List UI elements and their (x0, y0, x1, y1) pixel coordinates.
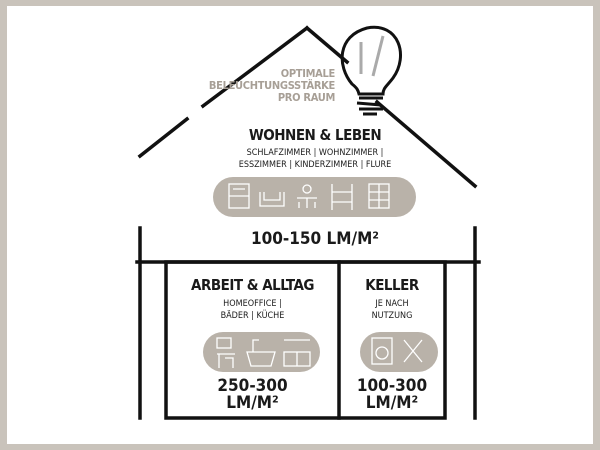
room-sub-2: ESSZIMMER | KINDERZIMMER | FLURE (238, 160, 392, 170)
bathtub-icon (246, 339, 276, 367)
infographic: OPTIMALE BELEUCHTUNGSSTÄRKE PRO RAUM WOH… (7, 6, 593, 444)
value-line-2: LM/M² (365, 393, 419, 413)
title-line-3: PRO RAUM (277, 91, 335, 104)
title-line-2: BELEUCHTUNGSSTÄRKE (208, 79, 335, 92)
kitchen-icon (283, 339, 311, 367)
room-sub-1: SCHLAFZIMMER | WOHNZIMMER | (246, 148, 384, 158)
room-value: 100-150 LM/M² (251, 229, 379, 249)
desk-icon (216, 337, 235, 368)
roof-top (304, 25, 350, 65)
value-line-2: LM/M² (226, 393, 279, 413)
room-keller: KELLER JE NACH NUTZUNG (339, 276, 445, 322)
lightbulb-icon (340, 25, 402, 116)
dining-table-icon (297, 184, 317, 208)
room-arbeit: ARBEIT & ALLTAG HOMEOFFICE | BÄDER | KÜC… (166, 276, 339, 322)
room-sub-2: BÄDER | KÜCHE (220, 311, 285, 321)
room-sub-2: NUTZUNG (371, 311, 413, 321)
house-outline (135, 25, 481, 420)
room-value: 250-300 LM/M² (166, 378, 339, 412)
room-sub-1: HOMEOFFICE | (223, 299, 282, 309)
room-wohnen: WOHNEN & LEBEN SCHLAFZIMMER | WOHNZIMMER… (190, 126, 440, 171)
room-heading: ARBEIT & ALLTAG (191, 276, 314, 294)
value-line-1: 100-300 (356, 376, 428, 396)
title-line-1: OPTIMALE (280, 67, 336, 80)
value-line-1: 250-300 (217, 376, 288, 396)
washing-machine-icon (371, 337, 393, 365)
roof-right (374, 99, 478, 189)
roof-left (137, 25, 310, 159)
bed-icon (228, 183, 250, 209)
lower-rooms-box (164, 260, 447, 420)
sofa-icon (259, 192, 285, 207)
bunk-bed-icon (331, 184, 353, 210)
room-value: 100-300 LM/M² (339, 378, 445, 412)
room-heading: WOHNEN & LEBEN (248, 126, 382, 144)
shelf-icon (368, 183, 390, 209)
room-sub-1: JE NACH (375, 299, 409, 309)
pill-keller (360, 332, 438, 372)
room-heading: KELLER (365, 276, 419, 294)
tools-icon (403, 339, 423, 363)
title-block: OPTIMALE BELEUCHTUNGSSTÄRKE PRO RAUM (195, 68, 335, 104)
pill-wohnen (213, 177, 416, 217)
